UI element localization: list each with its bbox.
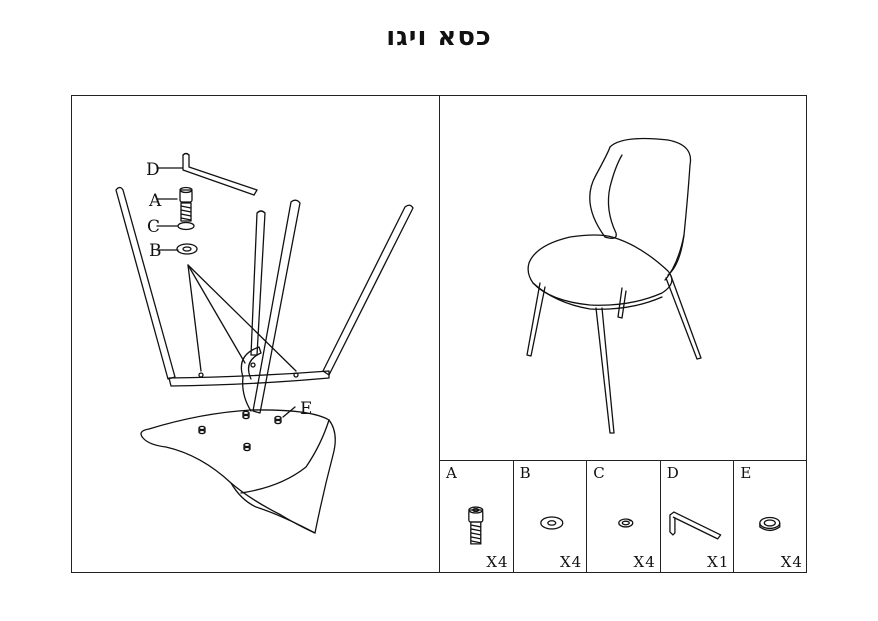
chair-legs [526,275,702,434]
label-b: B [149,241,162,261]
part-letter: E [740,464,752,482]
bolt-icon [179,186,193,222]
part-quantity: X4 [559,553,583,571]
allen-key-icon [182,152,258,196]
part-quantity: X1 [707,553,730,571]
spring-washer-icon [618,518,634,528]
chair-backrest [589,137,692,281]
chair-legs [115,186,414,414]
part-quantity: X4 [633,553,656,571]
assembly-drawing: D A C B E [115,152,414,534]
part-cell-b: B X4 [512,460,587,573]
nut-insert-icon [198,410,282,452]
horizontal-divider [440,460,807,461]
assembly-diagram: D A C B E [71,95,440,573]
chair-frame [168,370,330,387]
allen-key-icon [669,511,722,540]
spring-washer-icon [177,221,195,231]
part-letter: B [519,464,531,482]
parts-list: A X4 B X4 C [440,460,807,573]
vertical-divider [439,95,440,573]
label-e: E [300,399,312,419]
part-cell-a: A X4 [440,460,513,573]
label-a: A [148,191,162,211]
washer-icon [176,243,198,255]
bolt-icon [468,506,484,545]
washer-icon [539,516,563,530]
part-cell-e: E X4 [733,460,807,573]
part-cell-d: D X1 [659,460,734,573]
part-letter: A [446,464,457,482]
nut-insert-icon [759,516,781,532]
part-letter: C [593,464,605,482]
part-cell-c: C X4 [586,460,660,573]
chair-seat [140,409,336,534]
label-d: D [146,160,160,180]
part-quantity: X4 [486,553,509,571]
part-quantity: X4 [780,553,803,571]
assembled-chair-drawing [526,137,702,434]
part-letter: D [666,464,679,482]
page-title: כסא ויגו [386,22,492,52]
assembled-chair-view [440,95,807,460]
label-c: C [147,217,160,237]
